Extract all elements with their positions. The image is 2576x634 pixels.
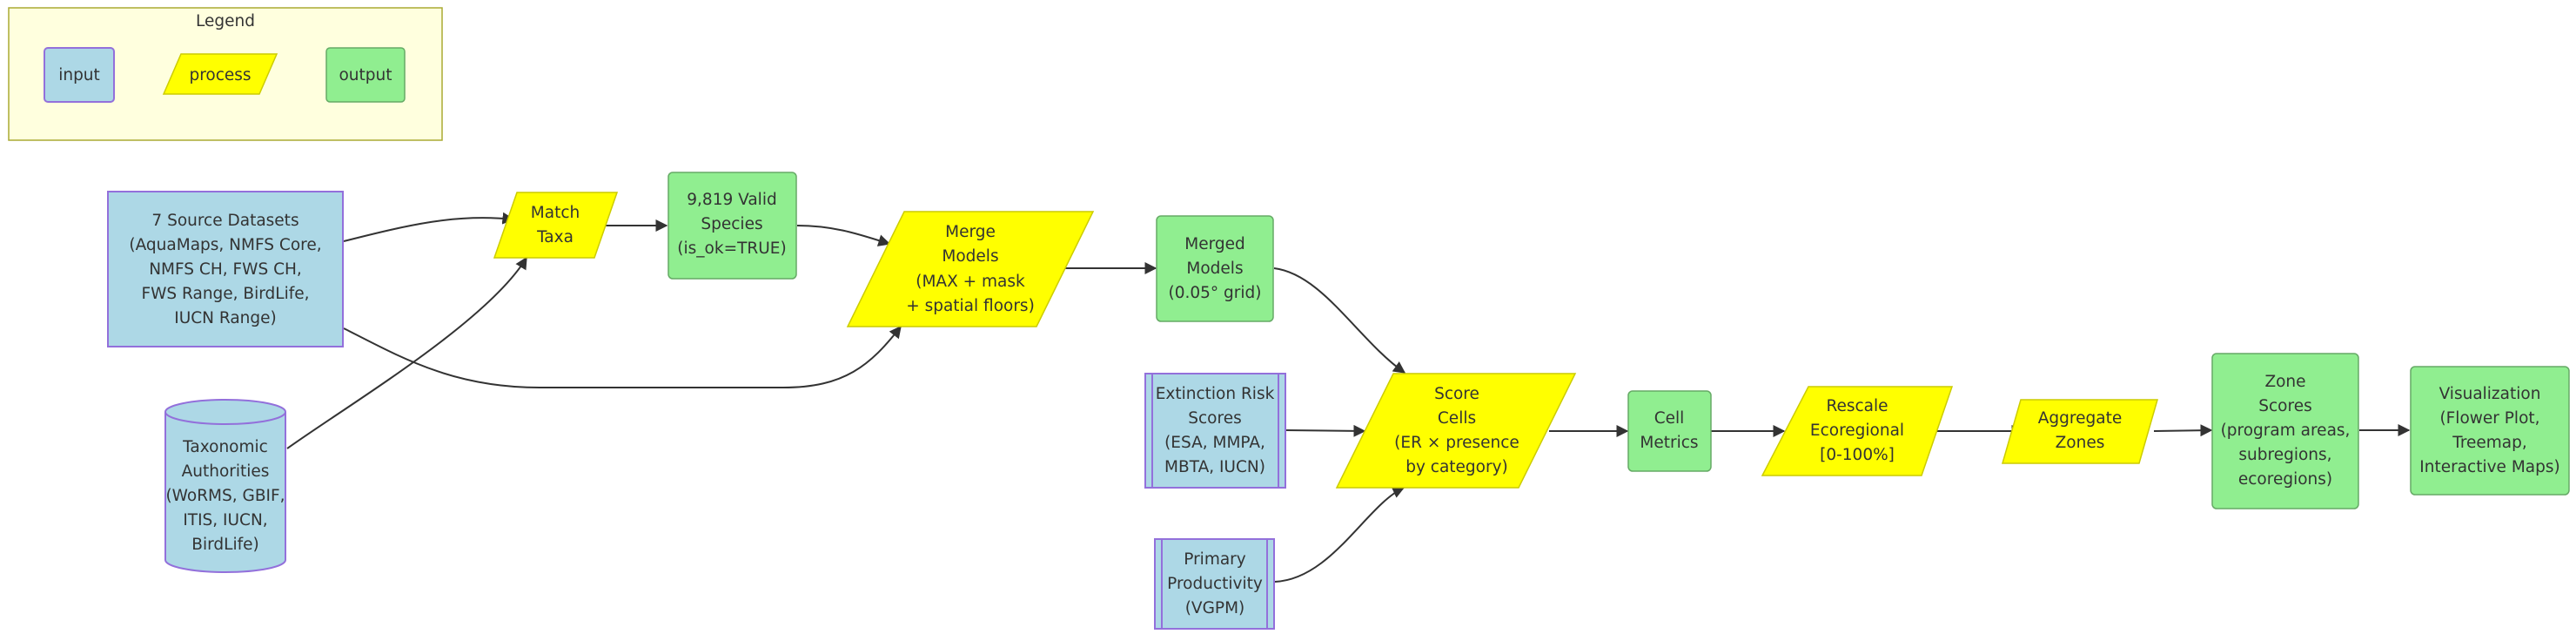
cell-metrics-line: Cell	[1654, 409, 1685, 428]
node-rescale-ecoregional[interactable]: Rescale Ecoregional [0-100%]	[1761, 386, 1954, 476]
extinction-risk-line: Extinction Risk	[1156, 385, 1275, 403]
legend-output-swatch	[325, 47, 406, 103]
merge-models-line: + spatial floors)	[906, 297, 1035, 315]
legend-input-label: input	[58, 66, 100, 84]
taxonomic-authorities-cylinder-top	[164, 399, 286, 425]
source-datasets-line: (AquaMaps, NMFS Core,	[129, 236, 321, 254]
valid-species-line: (is_ok=TRUE)	[677, 239, 786, 258]
edge-sources-to-match	[343, 212, 515, 242]
node-score-cells[interactable]: Score Cells (ER × presence by category)	[1335, 373, 1577, 489]
zone-scores-box	[2211, 353, 2359, 509]
taxonomic-authorities-line: Authorities	[182, 462, 270, 481]
visualization-line: Interactive Maps)	[2419, 458, 2559, 476]
zone-scores-line: (program areas,	[2221, 422, 2351, 440]
score-cells-line: Cells	[1438, 409, 1476, 428]
edge-extinction-to-score	[1285, 424, 1366, 437]
zone-scores-line: Scores	[2258, 397, 2311, 415]
score-cells-line: Score	[1434, 385, 1479, 403]
edges	[286, 212, 2411, 583]
node-merged-models[interactable]: Merged Models (0.05° grid)	[1156, 215, 1274, 322]
node-zone-scores[interactable]: Zone Scores (program areas, subregions, …	[2211, 353, 2359, 509]
edge-productivity-to-score	[1274, 486, 1405, 583]
edge-aggregate-to-zones	[2153, 424, 2213, 437]
edge-species-to-merge	[796, 225, 891, 246]
taxonomic-authorities-line: ITIS, IUCN,	[183, 511, 267, 529]
node-merge-models[interactable]: Merge Models (MAX + mask + spatial floor…	[846, 211, 1095, 327]
taxonomic-authorities-line: BirdLife)	[191, 536, 258, 554]
primary-productivity-line: Primary	[1184, 550, 1246, 569]
visualization-line: Treemap,	[2452, 434, 2527, 452]
taxonomic-authorities-line: (WoRMS, GBIF,	[165, 487, 285, 505]
source-datasets-line: 7 Source Datasets	[151, 212, 299, 230]
zone-scores-line: subregions,	[2238, 446, 2331, 464]
merge-models-line: Merge	[945, 223, 996, 241]
taxonomic-authorities-line: Taxonomic	[182, 438, 268, 456]
zone-scores-line: Zone	[2264, 373, 2305, 391]
node-visualization[interactable]: Visualization (Flower Plot, Treemap, Int…	[2410, 366, 2570, 496]
score-cells-line: by category)	[1405, 458, 1508, 476]
aggregate-shape	[2002, 399, 2158, 464]
visualization-line: Visualization	[2439, 385, 2541, 403]
taxonomic-authorities-cylinder-body	[164, 412, 286, 573]
cell-metrics-line: Metrics	[1640, 434, 1698, 452]
primary-productivity-box	[1154, 538, 1275, 630]
edge-merged-to-score	[1273, 267, 1406, 374]
merged-models-line: Merged	[1184, 235, 1245, 253]
node-source-datasets[interactable]: 7 Source Datasets (AquaMaps, NMFS Core, …	[107, 191, 344, 347]
edge-sources-to-merge	[343, 325, 902, 388]
extinction-risk-box	[1144, 373, 1286, 489]
merged-models-line: (0.05° grid)	[1169, 284, 1262, 302]
source-datasets-line: NMFS CH, FWS CH,	[149, 260, 302, 279]
visualization-box	[2410, 366, 2570, 496]
rescale-line: Ecoregional	[1810, 422, 1904, 440]
match-taxa-line: Taxa	[536, 228, 574, 246]
legend-title: Legend	[196, 12, 255, 30]
rescale-line: Rescale	[1826, 397, 1888, 415]
legend-output-label: output	[339, 66, 392, 84]
aggregate-line: Aggregate	[2038, 409, 2122, 428]
source-datasets-line: IUCN Range)	[174, 309, 277, 327]
node-taxonomic-authorities[interactable]: Taxonomic Authorities (WoRMS, GBIF, ITIS…	[164, 399, 286, 573]
edge-authorities-to-match	[286, 256, 527, 449]
extinction-risk-line: (ESA, MMPA,	[1164, 434, 1265, 452]
visualization-line: (Flower Plot,	[2439, 409, 2539, 428]
merge-models-shape	[846, 211, 1095, 327]
rescale-shape	[1761, 386, 1954, 476]
source-datasets-line: FWS Range, BirdLife,	[141, 285, 309, 303]
cell-metrics-box	[1627, 390, 1712, 472]
score-cells-shape	[1335, 373, 1577, 489]
node-aggregate-zones[interactable]: Aggregate Zones	[2002, 399, 2158, 464]
extinction-risk-line: MBTA, IUCN)	[1164, 458, 1265, 476]
match-taxa-shape	[493, 192, 619, 259]
merge-models-line: (MAX + mask	[916, 273, 1025, 291]
primary-productivity-line: Productivity	[1167, 575, 1263, 593]
source-datasets-box	[107, 191, 344, 347]
merged-models-line: Models	[1186, 260, 1243, 278]
match-taxa-line: Match	[531, 204, 580, 222]
zone-scores-line: ecoregions)	[2238, 470, 2332, 489]
extinction-risk-line: Scores	[1188, 409, 1241, 428]
merged-models-box	[1156, 215, 1274, 322]
legend-input-swatch	[44, 47, 115, 103]
aggregate-line: Zones	[2056, 434, 2105, 452]
node-extinction-risk[interactable]: Extinction Risk Scores (ESA, MMPA, MBTA,…	[1144, 373, 1286, 489]
rescale-line: [0-100%]	[1820, 446, 1895, 464]
valid-species-box	[667, 172, 797, 280]
legend-process-swatch	[162, 53, 278, 95]
node-match-taxa[interactable]: Match Taxa	[493, 192, 619, 259]
node-primary-productivity[interactable]: Primary Productivity (VGPM)	[1154, 538, 1275, 630]
legend: Legend input process output	[8, 7, 443, 141]
node-valid-species[interactable]: 9,819 Valid Species (is_ok=TRUE)	[667, 172, 797, 280]
merge-models-line: Models	[942, 247, 998, 266]
valid-species-line: 9,819 Valid	[687, 191, 776, 209]
score-cells-line: (ER × presence	[1394, 434, 1519, 452]
node-cell-metrics[interactable]: Cell Metrics	[1627, 390, 1712, 472]
legend-process-label: process	[189, 66, 251, 84]
valid-species-line: Species	[701, 215, 762, 233]
primary-productivity-line: (VGPM)	[1185, 599, 1245, 617]
